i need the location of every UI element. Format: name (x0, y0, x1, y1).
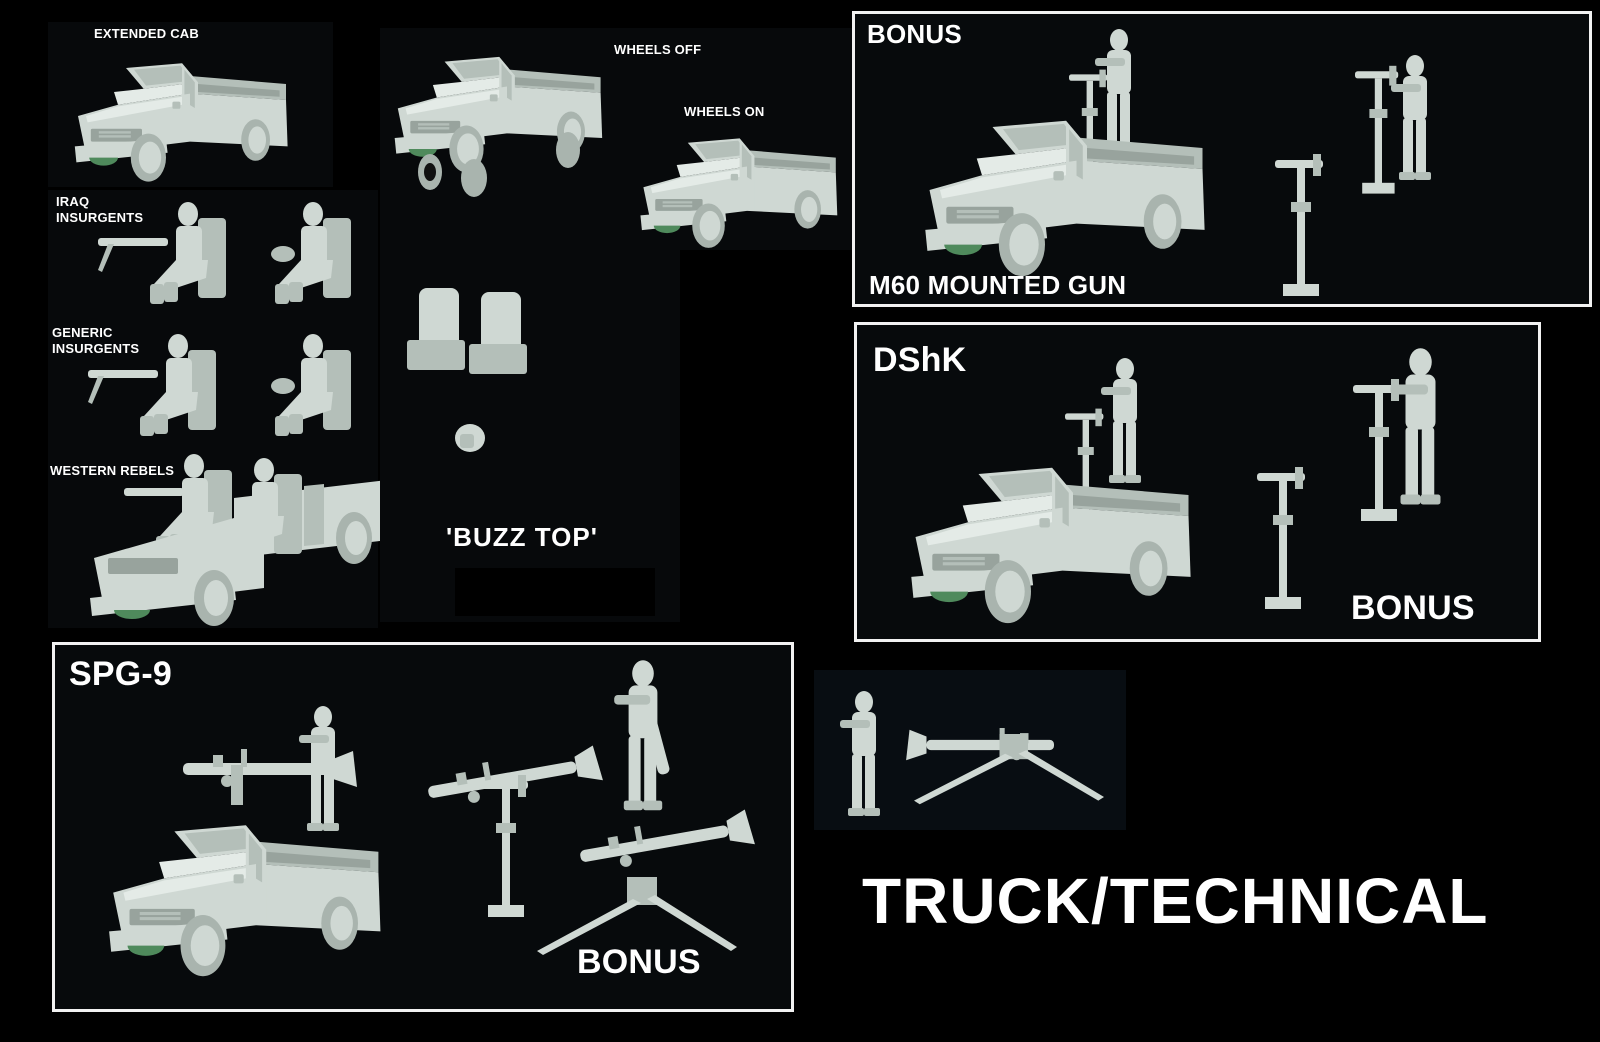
buzz-top-label: 'BUZZ TOP' (446, 522, 598, 552)
buzz-top-parts-panel: 'BUZZ TOP' (380, 250, 680, 622)
m60-mounted-gun-label: M60 MOUNTED GUN (869, 270, 1127, 300)
western-rebels-label: WESTERN REBELS (50, 463, 175, 478)
dshk-pedestal-gun-image (1257, 467, 1305, 609)
steering-wheel-image (455, 424, 485, 452)
spg9-crew-preview-panel (814, 670, 1126, 830)
buzz-top-blank-plate (455, 568, 655, 616)
spg9-label: SPG-9 (69, 655, 173, 693)
spg9-loader-figure (614, 660, 670, 811)
wheels-on-truck-image (640, 138, 838, 248)
spg9-truck-image (109, 706, 381, 977)
spg9-bonus-label: BONUS (577, 943, 701, 981)
wheels-off-truck-image (394, 56, 603, 197)
m60-mounted-gun-panel: BONUS M60 MOUNTED GUN (852, 11, 1592, 307)
iraq-insurgent-gunner-figure (98, 202, 226, 304)
dshk-gunner-figure (1353, 348, 1441, 521)
iraq-insurgents-label: IRAQ INSURGENTS (56, 194, 144, 225)
western-rebels-open-truck-image (90, 454, 406, 626)
page-title: TRUCK/TECHNICAL (862, 865, 1489, 937)
m60-pedestal-gun-image (1275, 154, 1323, 296)
generic-insurgent-driver-figure (271, 334, 351, 436)
dshk-bonus-label: BONUS (1351, 589, 1475, 627)
wheels-panel: WHEELS OFF WHEELS ON (380, 28, 865, 250)
wheels-on-label: WHEELS ON (684, 104, 765, 119)
m60-bonus-label: BONUS (867, 19, 962, 49)
spg9-tripod-preview-image (906, 728, 1104, 805)
crew-panel: IRAQ INSURGENTS GENERIC INSURGENTS WESTE… (48, 190, 406, 628)
extended-cab-label: EXTENDED CAB (94, 26, 199, 41)
generic-insurgent-gunner-figure (88, 334, 216, 436)
iraq-insurgent-driver-figure (271, 202, 351, 304)
generic-insurgents-label: GENERIC INSURGENTS (52, 325, 140, 356)
extended-cab-panel: EXTENDED CAB (48, 22, 333, 187)
spg9-crew-figure (840, 691, 880, 816)
m60-gunner-figure (1355, 55, 1431, 194)
m60-truck-image (925, 29, 1205, 277)
spg9-panel: SPG-9 BONUS (52, 642, 794, 1012)
wheels-off-label: WHEELS OFF (614, 42, 702, 57)
dshk-label: DShK (873, 341, 967, 379)
dshk-panel: DShK BONUS (854, 322, 1541, 642)
seat-pair-image (407, 288, 527, 374)
dshk-truck-image (911, 358, 1191, 624)
